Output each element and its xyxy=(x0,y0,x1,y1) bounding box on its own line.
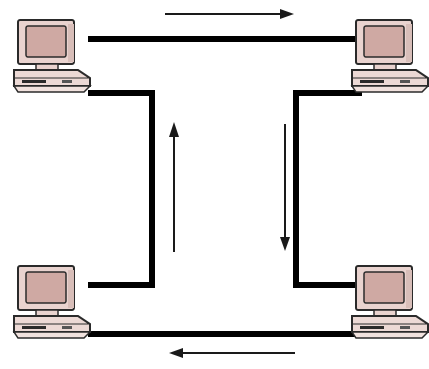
cable-right xyxy=(293,90,362,288)
computer-top-left-icon xyxy=(13,19,91,93)
arrow-up-icon xyxy=(169,122,179,252)
arrow-right-icon xyxy=(165,9,294,19)
computer-top-right-icon xyxy=(351,19,429,93)
arrow-down-icon xyxy=(280,124,290,251)
arrow-left-icon xyxy=(169,348,295,358)
flow-arrows xyxy=(165,9,295,358)
computer-bottom-left-icon xyxy=(13,265,91,339)
cable-left xyxy=(88,90,155,288)
cable-links xyxy=(88,36,362,337)
computer-bottom-right-icon xyxy=(351,265,429,339)
